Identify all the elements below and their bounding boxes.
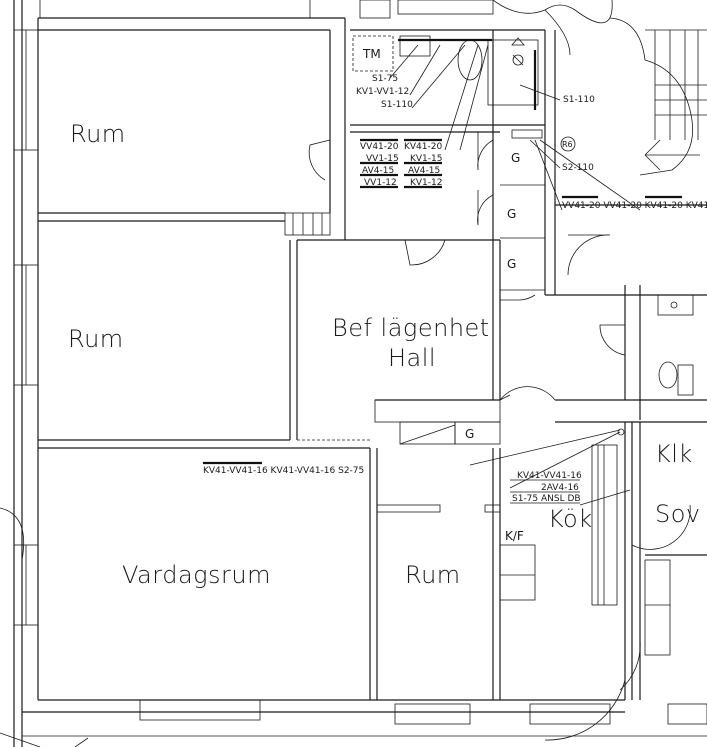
- room-hall-line1: Bef lägenhet: [332, 314, 490, 342]
- marker-g-3: G: [507, 257, 516, 271]
- pipe-table-left-3: VV1-12: [364, 178, 397, 188]
- room-rum-bottom: Rum: [405, 561, 461, 589]
- label-s1-110-right: S1-110: [563, 95, 595, 105]
- room-rum-top-left: Rum: [70, 120, 126, 148]
- label-kitchen-3: S1-75 ANSL DB: [512, 494, 581, 504]
- pipe-table-left-1: VV1-15: [366, 154, 399, 164]
- room-hall-line2: Hall: [388, 344, 436, 372]
- label-s1-110-left: S1-110: [381, 100, 413, 110]
- room-rum-mid-left: Rum: [68, 325, 124, 353]
- pipe-table: VV41-20 VV1-15 AV4-15 VV1-12 KV41-20 KV1…: [360, 138, 442, 189]
- marker-kf: K/F: [505, 529, 524, 543]
- pipe-table-right-1: KV1-15: [410, 154, 442, 164]
- marker-tm: TM: [362, 47, 381, 61]
- label-kitchen-2: 2AV4-16: [541, 483, 579, 493]
- room-sov: Sov: [655, 500, 701, 528]
- label-pipe-row-right: VV41-20 VV41-20 KV41-20 KV41: [562, 201, 707, 211]
- pipe-table-left-0: VV41-20: [360, 142, 399, 152]
- marker-g-4: G: [465, 427, 474, 441]
- label-hall-pipe: KV41-VV41-16 KV41-VV41-16 S2-75: [203, 466, 364, 476]
- marker-r6: R6: [562, 140, 573, 149]
- marker-g-2: G: [507, 207, 516, 221]
- pipe-table-left-2: AV4-15: [362, 166, 394, 176]
- room-vardagsrum: Vardagsrum: [122, 561, 271, 589]
- pipe-table-right-2: AV4-15: [408, 166, 440, 176]
- label-kitchen-1: KV41-VV41-16: [517, 471, 582, 481]
- stair-hatch: [644, 29, 707, 171]
- marker-g-1: G: [511, 151, 520, 165]
- label-kv1-vv1-12: KV1-VV1-12: [356, 87, 409, 97]
- room-kok: Kök: [548, 505, 593, 533]
- pipe-table-right-3: KV1-12: [410, 178, 442, 188]
- pipe-leaders: [389, 44, 641, 506]
- label-s2-110: S2-110: [562, 163, 594, 173]
- label-s1-75: S1-75: [372, 74, 398, 84]
- pipe-table-right-0: KV41-20: [404, 142, 442, 152]
- room-klk: Klk: [655, 440, 693, 468]
- doors: [308, 132, 691, 741]
- interior-walls: [38, 18, 707, 700]
- bathroom-fixtures: [352, 35, 694, 396]
